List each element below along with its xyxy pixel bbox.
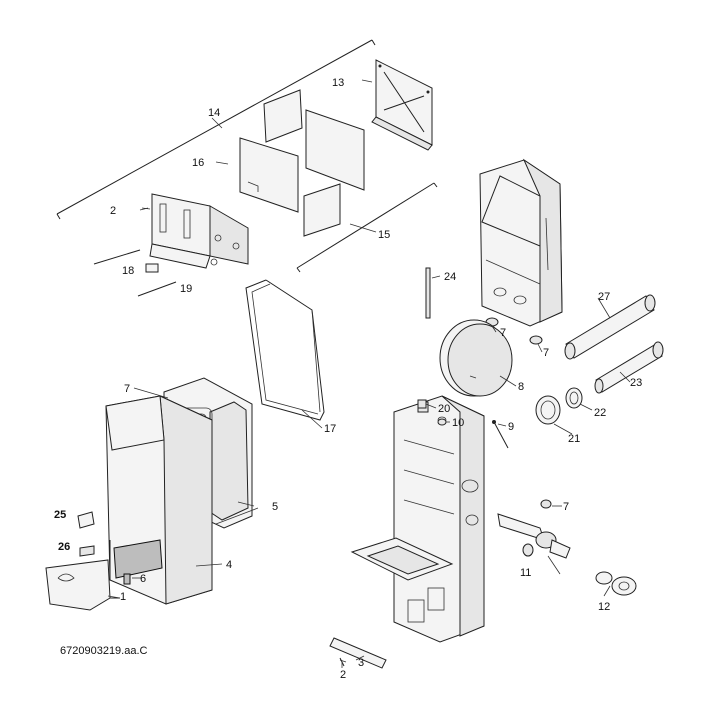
callout-14: 14 bbox=[208, 107, 220, 119]
callout-7-fitting-a: 7 bbox=[500, 327, 506, 339]
part-8-expansion-vessel bbox=[439, 319, 513, 397]
callout-27: 27 bbox=[598, 291, 610, 303]
callout-3: 3 bbox=[358, 657, 364, 669]
upper-bracket-assembly bbox=[479, 158, 563, 327]
callout-23: 23 bbox=[630, 377, 642, 389]
callout-26: 26 bbox=[58, 541, 70, 553]
mounting-bracket bbox=[93, 193, 249, 297]
part-24-rod bbox=[425, 267, 431, 319]
part-12-flanges bbox=[595, 571, 637, 596]
callout-8: 8 bbox=[518, 381, 524, 393]
callout-24: 24 bbox=[444, 271, 456, 283]
reference-code: 6720903219.aa.C bbox=[60, 645, 148, 657]
part-27-flue-pipe bbox=[564, 294, 656, 360]
part-4-front-casing bbox=[105, 395, 213, 605]
callout-17: 17 bbox=[324, 423, 336, 435]
callout-15: 15 bbox=[378, 229, 390, 241]
callout-7-fitting-c: 7 bbox=[563, 501, 569, 513]
callout-25: 25 bbox=[54, 509, 66, 521]
callout-4: 4 bbox=[226, 559, 232, 571]
part-1-door-panel bbox=[45, 559, 120, 611]
callout-21: 21 bbox=[568, 433, 580, 445]
part-6-clip bbox=[123, 573, 131, 585]
callout-13: 13 bbox=[332, 77, 344, 89]
group-14-bracket bbox=[56, 39, 376, 220]
callout-1: 1 bbox=[120, 591, 126, 603]
callout-22: 22 bbox=[594, 407, 606, 419]
callout-18: 18 bbox=[122, 265, 134, 277]
part-17-frame bbox=[245, 279, 325, 421]
callout-7-casing: 7 bbox=[124, 383, 130, 395]
callout-5: 5 bbox=[272, 501, 278, 513]
fittings-7 bbox=[485, 317, 552, 509]
callout-2-bottom: 2 bbox=[340, 669, 346, 681]
callout-16: 16 bbox=[192, 157, 204, 169]
callout-11: 11 bbox=[520, 567, 531, 579]
parts-20-10 bbox=[417, 399, 447, 426]
part-9-valve bbox=[492, 420, 509, 449]
callout-2-top: 2 bbox=[110, 205, 116, 217]
callout-labels: 1 2 2 3 4 5 6 7 7 7 7 8 9 10 11 12 13 14… bbox=[54, 77, 642, 681]
insulation-panels bbox=[215, 89, 365, 237]
callout-9: 9 bbox=[508, 421, 514, 433]
group-15-bracket bbox=[296, 182, 438, 273]
part-11-pipe-assembly bbox=[497, 513, 571, 559]
callout-20: 20 bbox=[438, 403, 450, 415]
chassis-frame bbox=[350, 395, 485, 643]
leader-lines bbox=[107, 117, 631, 668]
parts-25-26 bbox=[77, 511, 95, 557]
parts-21-22-rings bbox=[535, 387, 583, 425]
callout-19: 19 bbox=[180, 283, 192, 295]
callout-6: 6 bbox=[140, 573, 146, 585]
callout-7-fitting-b: 7 bbox=[543, 347, 549, 359]
part-23-pipe bbox=[594, 341, 664, 394]
callout-12: 12 bbox=[598, 601, 610, 613]
callout-10: 10 bbox=[452, 417, 464, 429]
part-13-back-plate bbox=[361, 59, 433, 151]
